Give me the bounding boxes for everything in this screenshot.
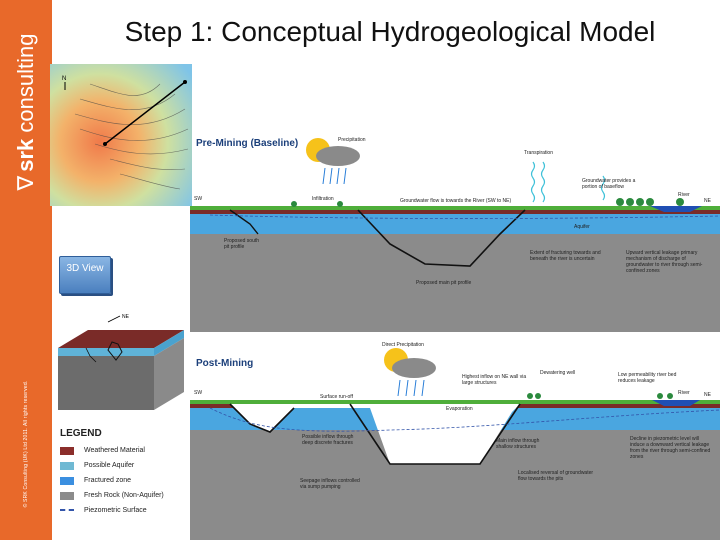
- legend-swatch: [60, 446, 74, 455]
- label-upward-leakage: Upward vertical leakage primary mechanis…: [626, 250, 703, 274]
- label-flow-direction: Groundwater flow is towards the River (S…: [400, 198, 512, 204]
- copyright-notice: © SRK Consulting (UK) Ltd 2011. All righ…: [23, 380, 29, 508]
- label-fracturing: Extent of fracturing towards and beneath…: [530, 250, 601, 262]
- label-sw: SW: [194, 390, 203, 396]
- legend-item: Fresh Rock (Non-Aquifer): [60, 488, 190, 503]
- label-main-inflow: Main inflow through shallow structures: [496, 438, 540, 450]
- contour-map: N: [50, 64, 192, 206]
- legend-swatch: [60, 461, 74, 470]
- legend-swatch: [60, 491, 74, 500]
- label-piezometric-decline: Decline in piezometric level will induce…: [630, 436, 711, 460]
- post-mining-title: Post-Mining: [196, 358, 254, 369]
- brand-sidebar: ∇srk consulting © SRK Consulting (UK) Lt…: [0, 0, 52, 540]
- label-river: River: [678, 192, 690, 198]
- label-river: River: [678, 390, 690, 396]
- pre-mining-title: Pre-Mining (Baseline): [196, 138, 299, 149]
- 3d-view-button[interactable]: 3D View: [59, 256, 111, 294]
- srk-logo: ∇srk consulting: [13, 33, 38, 191]
- legend-swatch: [60, 476, 74, 485]
- label-infiltration: Infiltration: [312, 196, 334, 202]
- label-sw: SW: [194, 196, 203, 202]
- post-mining-panel: Post-Mining Direct Precipitation Highest…: [190, 338, 720, 540]
- label-deep-inflow: Possible inflow through deep discrete fr…: [302, 434, 354, 446]
- legend-swatch: [60, 508, 74, 513]
- label-surface-runoff: Surface run-off: [320, 394, 353, 400]
- label-main-pit: Proposed main pit profile: [416, 280, 472, 286]
- section-line: [104, 81, 186, 145]
- label-ne: NE: [704, 198, 711, 204]
- label-dewatering-well: Dewatering well: [540, 370, 576, 376]
- north-arrow-label: N: [62, 76, 66, 82]
- label-seepage-inflows: Seepage inflows controlled via sump pump…: [300, 478, 360, 490]
- legend-title: LEGEND: [60, 428, 102, 439]
- legend-item: Fractured zone: [60, 473, 190, 488]
- label-direct-precipitation: Direct Precipitation: [382, 342, 424, 348]
- srk-logo-mark-icon: ∇: [13, 175, 38, 191]
- label-evaporation: Evaporation: [446, 406, 473, 412]
- legend-item: Weathered Material: [60, 443, 190, 458]
- label-aquifer: Aquifer: [574, 224, 590, 230]
- legend: LEGEND Weathered Material Possible Aquif…: [60, 428, 190, 518]
- label-localised-reversal: Localised reversal of groundwater flow t…: [518, 470, 594, 482]
- label-ne: NE: [704, 392, 711, 398]
- pre-mining-panel: Pre-Mining (Baseline) Precipitation Tran…: [190, 84, 720, 332]
- legend-item: Possible Aquifer: [60, 458, 190, 473]
- label-low-permeability: Low permeability river bed reduces leaka…: [618, 372, 677, 384]
- label-precipitation: Precipitation: [338, 137, 366, 143]
- label-south-pit: Proposed south pit profile: [224, 238, 260, 250]
- label-transpiration: Transpiration: [524, 150, 553, 156]
- legend-item: Piezometric Surface: [60, 503, 190, 518]
- label-highest-inflow: Highest inflow on NE wall via large stru…: [462, 374, 527, 386]
- label-baseflow: Groundwater provides a portion of basefl…: [582, 178, 636, 190]
- 3d-block-diagram: NE: [52, 300, 184, 418]
- block-north-label: NE: [122, 314, 130, 320]
- slide-title: Step 1: Conceptual Hydrogeological Model: [124, 16, 656, 47]
